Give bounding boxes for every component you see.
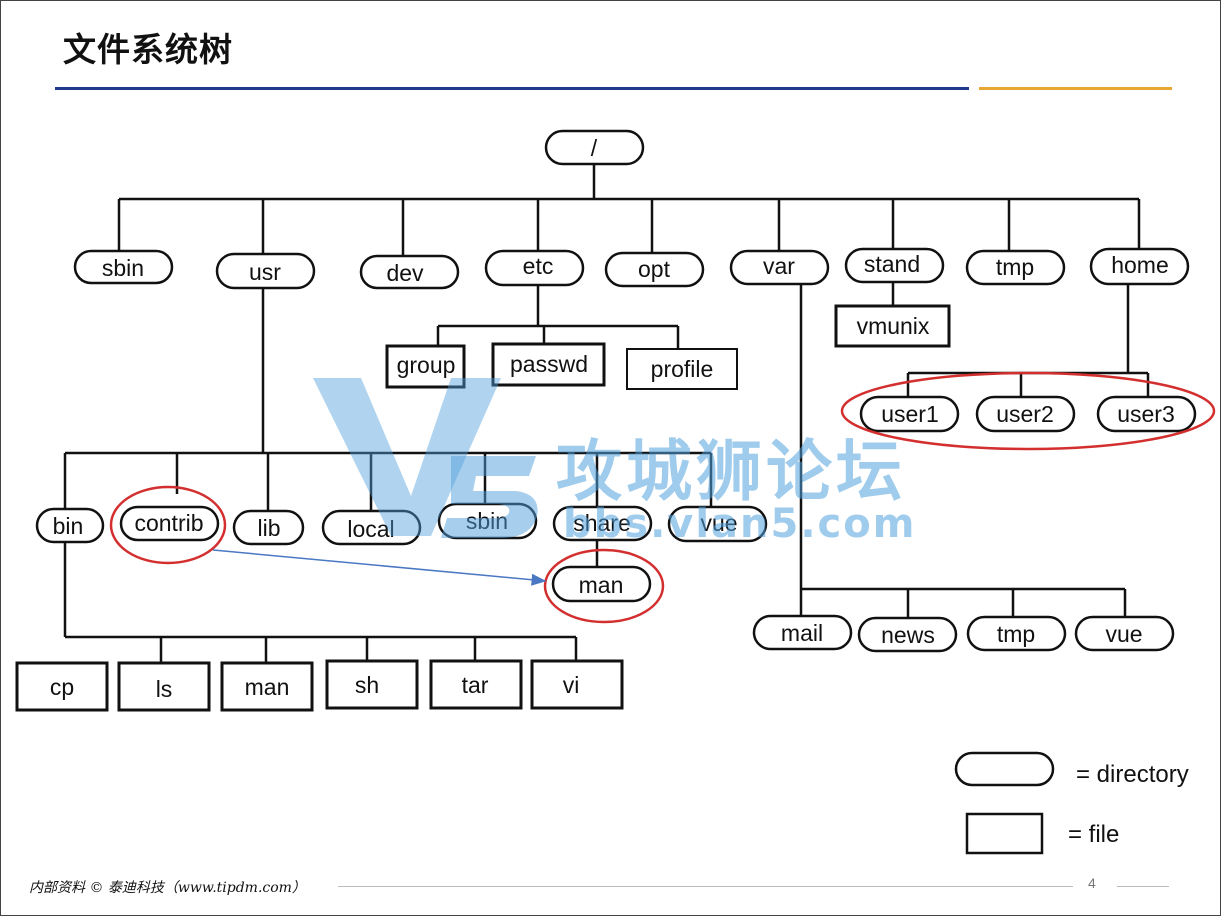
svg-text:share: share: [573, 510, 631, 536]
file-cp: cp: [15, 661, 109, 712]
dir-lib: lib: [232, 509, 305, 546]
dir-mail: mail: [752, 614, 853, 651]
svg-text:group: group: [397, 352, 456, 378]
legend-file-shape: [965, 812, 1044, 855]
legend-directory-label: = directory: [1076, 761, 1189, 788]
svg-text:user2: user2: [996, 401, 1054, 427]
svg-text:etc: etc: [523, 253, 554, 279]
title-rule-blue: [55, 87, 969, 90]
svg-text:/: /: [591, 135, 598, 161]
title-rule-gold: [979, 87, 1172, 90]
svg-text:sbin: sbin: [466, 508, 508, 534]
legend-file-label: = file: [1068, 821, 1119, 848]
file-vi: vi: [530, 659, 624, 710]
dir-usr-sbin: sbin: [437, 502, 538, 540]
dir-user1: user1: [859, 395, 960, 433]
dir-etc: etc: [484, 249, 585, 287]
svg-text:var: var: [763, 253, 795, 279]
svg-text:vi: vi: [563, 672, 580, 698]
contrib-to-man-arrow: [212, 549, 547, 586]
svg-text:user3: user3: [1117, 401, 1175, 427]
tree-connectors: [63, 164, 1150, 663]
svg-text:vue: vue: [1105, 621, 1142, 647]
dir-dev: dev: [359, 254, 460, 290]
svg-text:sbin: sbin: [102, 255, 144, 281]
dir-user3: user3: [1096, 395, 1197, 433]
page-number: 4: [1088, 875, 1096, 891]
svg-text:local: local: [347, 516, 394, 542]
file-passwd: passwd: [491, 342, 606, 387]
page-title: 文件系统树: [63, 30, 233, 69]
svg-text:usr: usr: [249, 259, 281, 285]
svg-text:tmp: tmp: [997, 621, 1035, 647]
highlight-users: [840, 371, 1216, 451]
file-sh: sh: [325, 659, 419, 710]
page-number-rule: [1117, 886, 1169, 887]
svg-text:opt: opt: [638, 256, 671, 282]
legend-directory-shape: [954, 751, 1055, 787]
svg-text:tar: tar: [462, 672, 489, 698]
footer-rule: [338, 886, 1073, 887]
dir-sbin: sbin: [73, 249, 174, 285]
svg-text:tmp: tmp: [996, 254, 1034, 280]
highlight-man: [543, 548, 665, 624]
svg-text:man: man: [245, 674, 290, 700]
dir-man: man: [551, 565, 652, 603]
dir-usr-vue: vue: [667, 505, 768, 543]
svg-text:user1: user1: [881, 401, 939, 427]
dir-local: local: [321, 509, 422, 546]
file-group: group: [385, 344, 466, 389]
dir-var-tmp: tmp: [966, 615, 1067, 652]
dir-usr: usr: [215, 252, 316, 290]
dir-home: home: [1089, 247, 1190, 286]
footer-text: 内部资料 © 泰迪科技（www.tipdm.com）: [29, 880, 306, 896]
dir-news: news: [857, 616, 958, 653]
svg-text:home: home: [1111, 252, 1169, 278]
dir-bin: bin: [35, 507, 105, 544]
dir-stand: stand: [844, 247, 945, 284]
svg-text:ls: ls: [156, 676, 173, 702]
svg-text:lib: lib: [257, 515, 280, 541]
svg-text:news: news: [881, 622, 935, 648]
dir-contrib: contrib: [119, 505, 220, 542]
dir-share: share: [552, 505, 653, 542]
dir-tmp: tmp: [965, 249, 1066, 286]
svg-text:passwd: passwd: [510, 351, 588, 377]
svg-text:mail: mail: [781, 620, 823, 646]
svg-text:stand: stand: [864, 251, 920, 277]
svg-text:dev: dev: [386, 260, 424, 286]
svg-text:contrib: contrib: [134, 510, 203, 536]
dir-root: /: [544, 129, 645, 166]
file-vmunix: vmunix: [834, 304, 951, 348]
file-profile: profile: [626, 348, 738, 390]
file-tar: tar: [429, 659, 523, 710]
svg-text:bin: bin: [53, 513, 84, 539]
svg-text:profile: profile: [651, 356, 714, 382]
svg-text:man: man: [579, 572, 624, 598]
dir-user2: user2: [975, 395, 1076, 433]
file-bin-man: man: [220, 661, 314, 712]
dir-opt: opt: [604, 251, 705, 288]
svg-text:vmunix: vmunix: [857, 313, 930, 339]
dir-var: var: [729, 249, 830, 286]
file-ls: ls: [117, 661, 211, 712]
svg-text:sh: sh: [355, 672, 379, 698]
svg-text:cp: cp: [50, 674, 74, 700]
highlight-contrib: [109, 485, 227, 565]
dir-var-vue: vue: [1074, 615, 1175, 652]
svg-text:vue: vue: [700, 510, 737, 536]
